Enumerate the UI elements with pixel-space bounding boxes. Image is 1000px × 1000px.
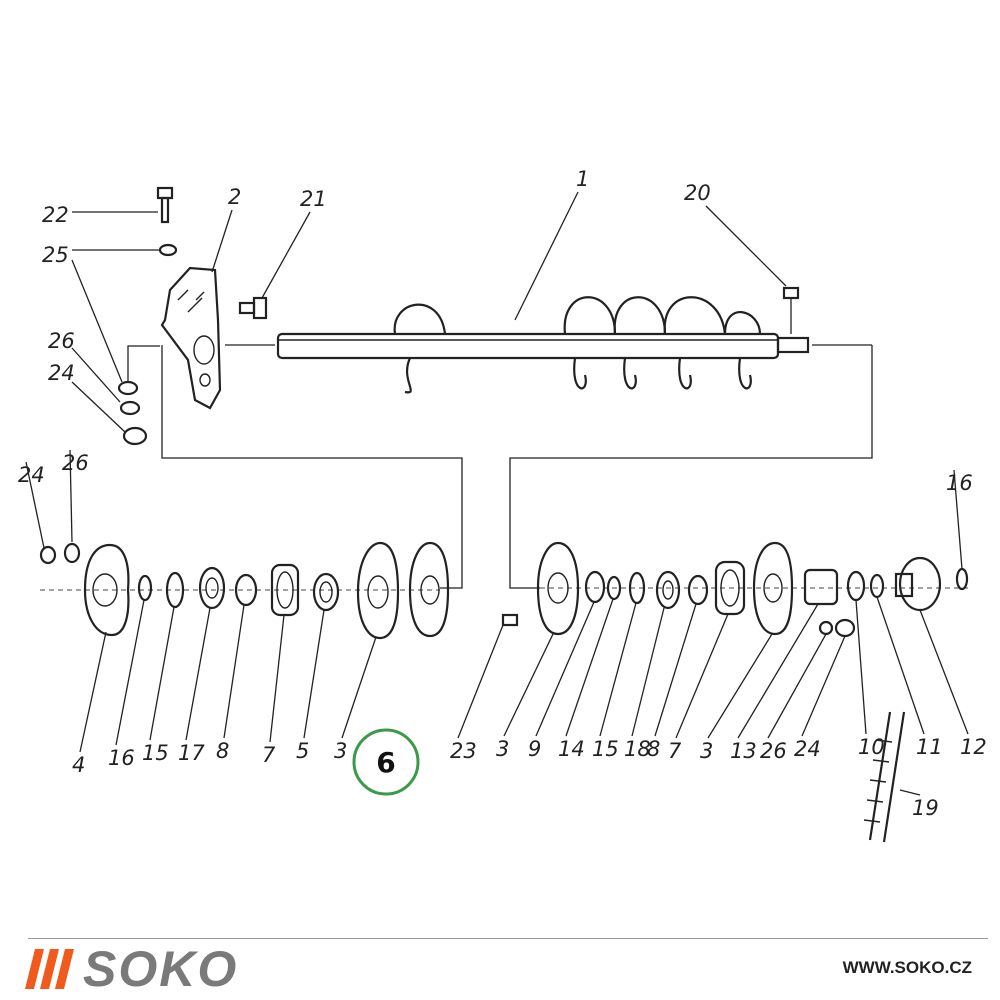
- part-number-label: 24: [794, 737, 821, 761]
- nut-part: [122, 426, 148, 446]
- part-number-label: 26: [760, 739, 787, 763]
- part-number-label: 8: [216, 739, 229, 763]
- label-shaft: 1: [576, 167, 589, 191]
- brand-bars-icon: [25, 949, 74, 989]
- label-bolt: 22: [42, 203, 69, 227]
- bolt-part: [156, 186, 174, 224]
- part-number-label: 11: [916, 735, 943, 759]
- part-number-label: 16: [108, 746, 135, 770]
- label-bracket: 2: [228, 185, 241, 209]
- label-washer: 25: [42, 243, 69, 267]
- label-washer-26: 26: [48, 329, 75, 353]
- part-number-label: 16: [946, 471, 973, 495]
- callout-number: 6: [376, 746, 395, 779]
- callout-6: 6: [352, 728, 420, 796]
- part-number-label: 9: [528, 737, 541, 761]
- washer-part: [119, 400, 141, 416]
- part-number-label: 18: [624, 737, 651, 761]
- part-number-label: 3: [496, 737, 509, 761]
- brand-logo: SOKO: [25, 941, 238, 997]
- part-number-label: 15: [142, 741, 169, 765]
- part-number-label: 3: [334, 739, 347, 763]
- part-number-label: 15: [592, 737, 619, 761]
- part-number-label: 10: [858, 735, 885, 759]
- brand-name: SOKO: [83, 941, 239, 997]
- part-number-label: 5: [296, 739, 309, 763]
- part-number-label: 24: [18, 463, 45, 487]
- part-number-label: 7: [262, 743, 276, 767]
- part-number-label: 12: [960, 735, 987, 759]
- part-number-label: 14: [558, 737, 585, 761]
- part-number-label: 3: [700, 739, 713, 763]
- label-pin: 20: [684, 181, 711, 205]
- footer-divider: [28, 938, 988, 939]
- part-number-label: 7: [668, 739, 682, 763]
- website-link[interactable]: WWW.SOKO.CZ: [842, 958, 972, 977]
- part-number-label: 19: [912, 796, 939, 820]
- part-number-label: 17: [178, 741, 205, 765]
- left-bearing-row: [39, 541, 450, 640]
- part-number-label: 23: [450, 739, 477, 763]
- part-number-label: 26: [62, 451, 89, 475]
- washer-part: [117, 380, 139, 396]
- pin-part: [782, 286, 800, 300]
- screw-part: [238, 296, 268, 320]
- part-number-label: 13: [730, 739, 757, 763]
- auger-shaft: [276, 296, 810, 394]
- mounting-bracket: [160, 266, 222, 410]
- label-screw: 21: [300, 187, 327, 211]
- part-number-label: 8: [647, 737, 660, 761]
- washer-part: [158, 243, 178, 257]
- part-number-label: 4: [72, 753, 85, 777]
- label-nut-24: 24: [48, 361, 75, 385]
